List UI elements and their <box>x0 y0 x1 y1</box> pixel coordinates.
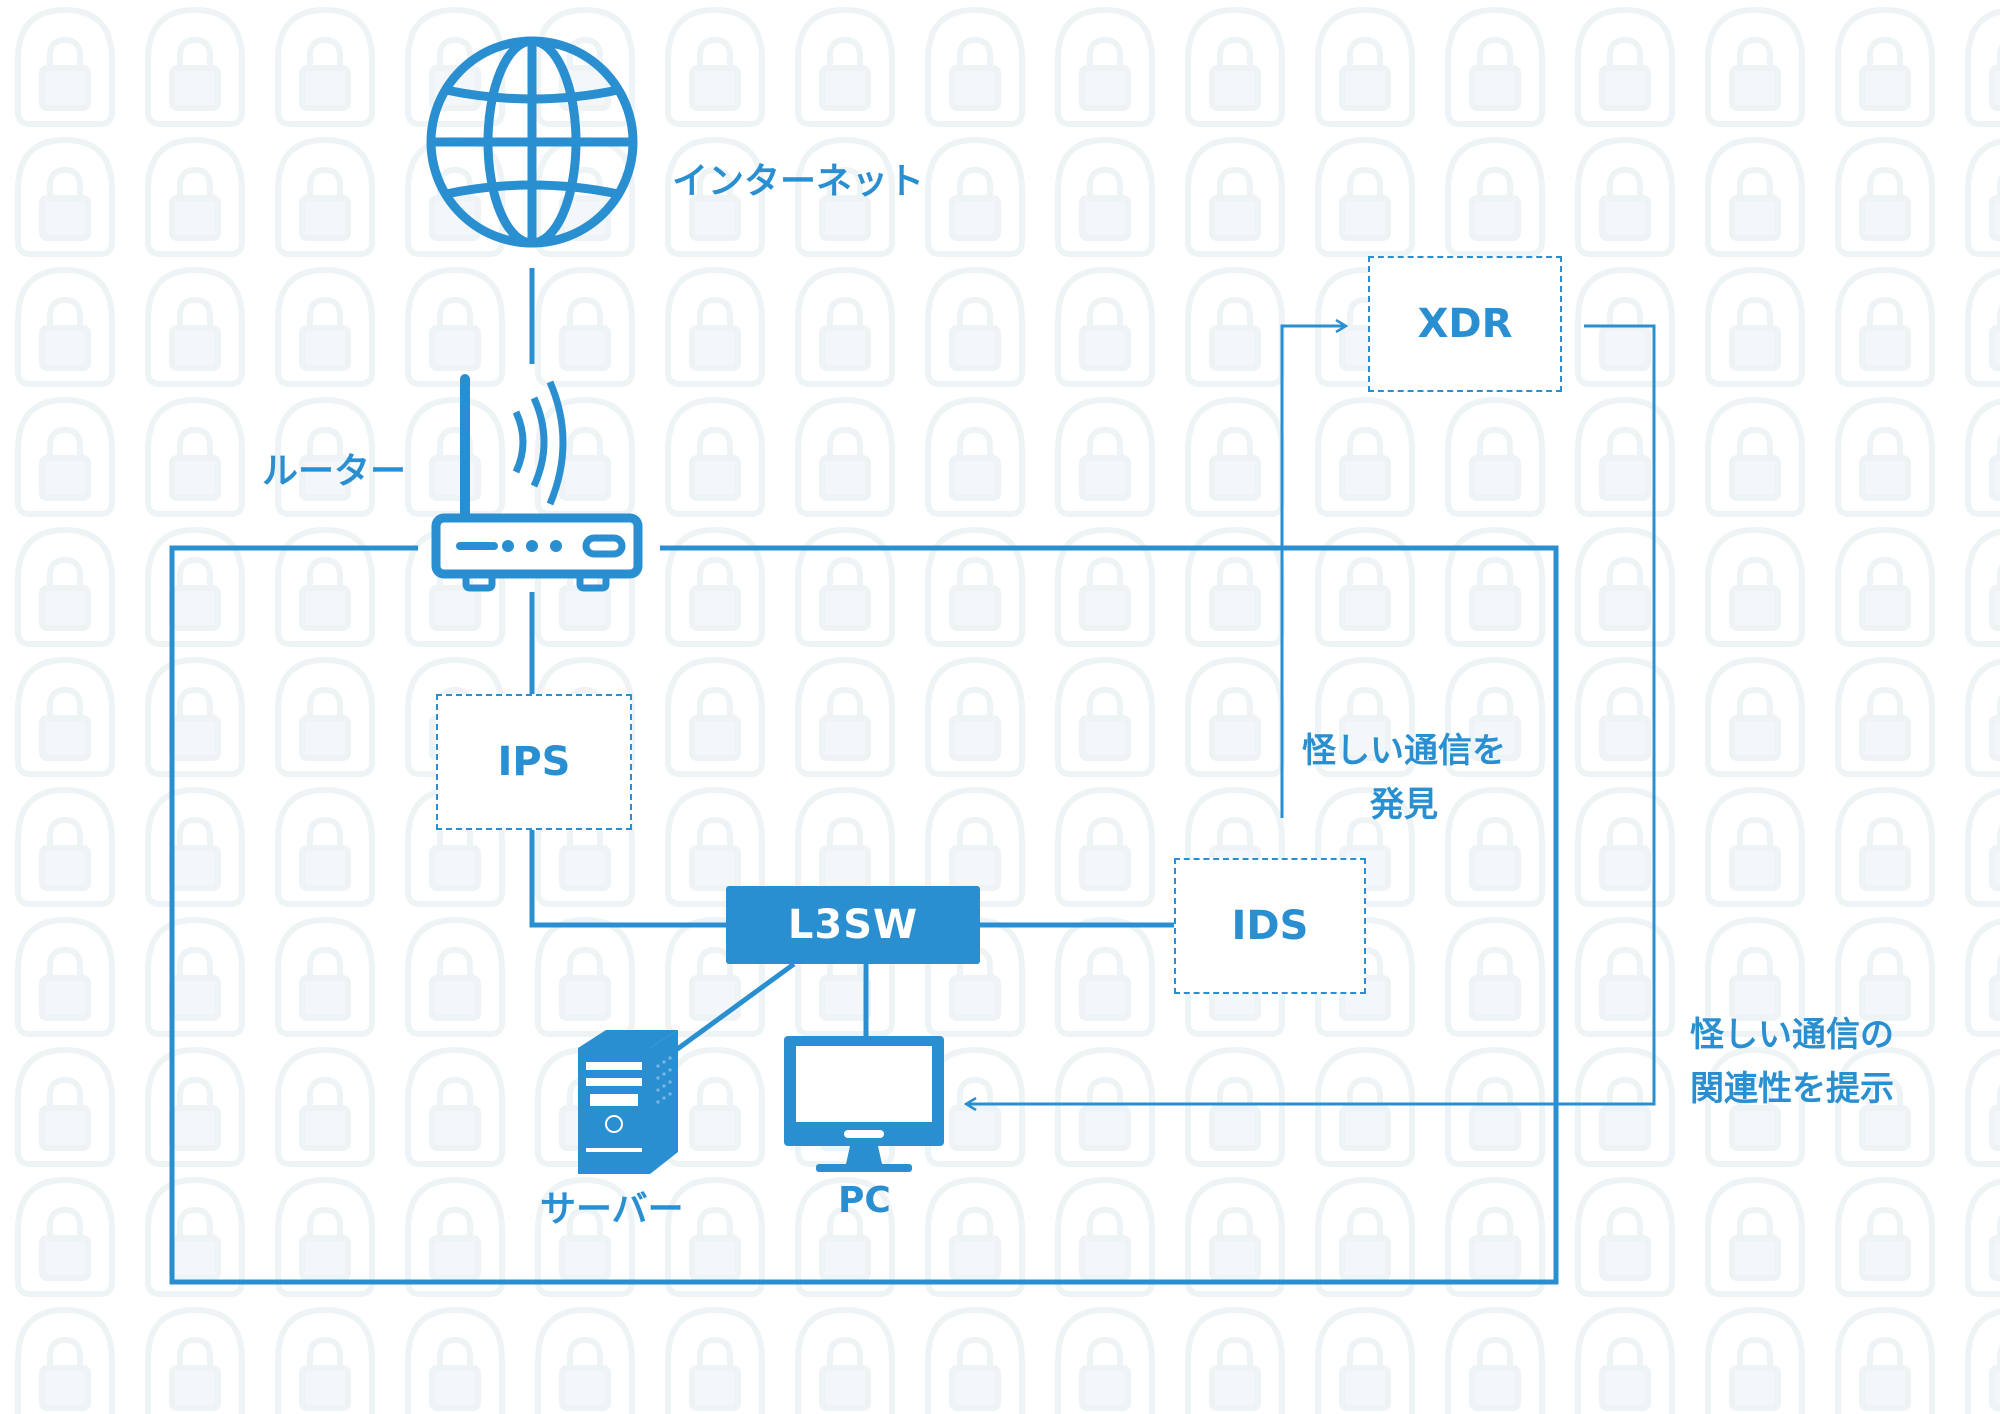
ids-xdr-arrow <box>1280 326 1346 818</box>
xdr-pc-arrow <box>966 324 1656 1104</box>
pc-label: PC <box>838 1180 891 1221</box>
ids-xdr-annotation-line1: 怪しい通信を <box>1302 731 1506 771</box>
internal-network-boundary <box>169 545 1559 1285</box>
xdr-pc-annotation-line1: 怪しい通信の <box>1690 1015 1894 1055</box>
server-tower-icon <box>578 1030 678 1174</box>
router-icon <box>431 374 643 592</box>
ids-label: IDS <box>1231 903 1309 949</box>
internet-label: インターネット <box>672 161 925 202</box>
globe-icon <box>426 36 638 248</box>
l3sw-label: L3SW <box>787 902 919 948</box>
ips-label: IPS <box>497 739 571 785</box>
xdr-pc-annotation-line2: 関連性を提示 <box>1690 1069 1894 1109</box>
xdr-pc-annotation: 怪しい通信の 関連性を提示 <box>1690 1008 1894 1116</box>
xdr-label: XDR <box>1417 301 1513 347</box>
router-label: ルーター <box>262 451 407 492</box>
ids-box: IDS <box>1174 858 1366 994</box>
monitor-icon <box>784 1036 944 1172</box>
ids-xdr-annotation-line2: 発見 <box>1370 785 1438 825</box>
ips-l3sw-link <box>529 828 726 928</box>
server-label: サーバー <box>540 1189 684 1230</box>
l3sw-box: L3SW <box>726 886 980 964</box>
xdr-box: XDR <box>1368 256 1562 392</box>
l3sw-server-link <box>674 961 796 1053</box>
ips-box: IPS <box>436 694 632 830</box>
ids-xdr-annotation: 怪しい通信を 発見 <box>1302 724 1506 832</box>
